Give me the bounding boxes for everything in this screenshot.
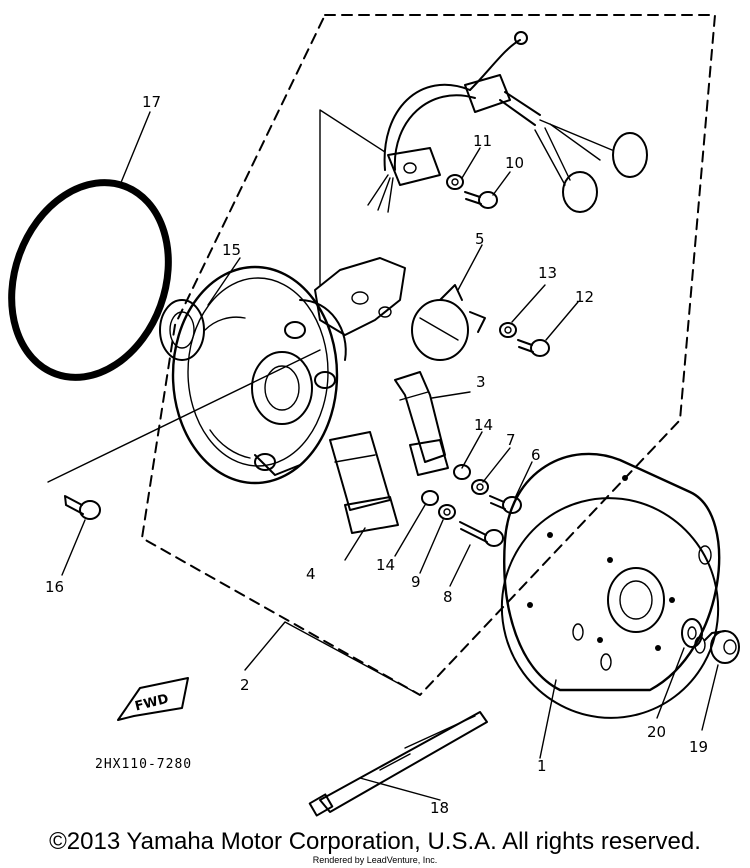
callout-5: 5 <box>475 230 485 248</box>
callout-7: 7 <box>506 431 516 449</box>
leader-lines <box>47 109 719 801</box>
callout-15: 15 <box>222 241 241 259</box>
part-screw-6[interactable] <box>489 495 522 514</box>
callout-19: 19 <box>689 738 708 756</box>
part-washer-14b[interactable] <box>421 490 439 506</box>
part-screw-16[interactable] <box>64 495 101 520</box>
callout-1: 1 <box>537 757 547 775</box>
part-washer-7[interactable] <box>471 479 489 495</box>
callout-11: 11 <box>473 132 492 150</box>
part-stator-plate[interactable] <box>171 265 347 485</box>
part-coil-4[interactable] <box>329 431 399 534</box>
part-lead-plate[interactable] <box>387 147 441 186</box>
rendered-by-credit: Rendered by LeadVenture, Inc. <box>312 855 438 865</box>
copyright-notice: ©2013 Yamaha Motor Corporation, U.S.A. A… <box>49 828 701 855</box>
callout-16: 16 <box>45 578 64 596</box>
part-cable-tie[interactable] <box>308 711 488 817</box>
callout-2: 2 <box>240 676 250 694</box>
callout-17: 17 <box>142 93 161 111</box>
part-nut-19[interactable] <box>704 630 740 664</box>
callout-14a: 14 <box>474 416 493 434</box>
callout-9: 9 <box>411 573 421 591</box>
callout-10: 10 <box>505 154 524 172</box>
callout-14b: 14 <box>376 556 395 574</box>
part-washer-14a[interactable] <box>453 464 471 480</box>
callout-6: 6 <box>531 446 541 464</box>
part-washer-20[interactable] <box>681 618 703 648</box>
part-rotor[interactable] <box>477 452 743 742</box>
fwd-direction-tag: FWD <box>117 677 189 721</box>
callout-8: 8 <box>443 588 453 606</box>
part-pickup-bracket[interactable] <box>314 257 406 336</box>
callout-18: 18 <box>430 799 449 817</box>
part-wire-harness[interactable] <box>367 31 648 213</box>
callout-13: 13 <box>538 264 557 282</box>
callout-12: 12 <box>575 288 594 306</box>
callout-labels: 1 2 3 4 5 6 7 8 9 10 11 12 13 14 14 15 1… <box>45 93 708 817</box>
part-washer-11[interactable] <box>446 174 464 190</box>
part-coil-3[interactable] <box>394 371 449 476</box>
callout-3: 3 <box>476 373 486 391</box>
part-o-ring[interactable] <box>0 160 195 399</box>
callout-4: 4 <box>306 565 316 583</box>
part-pulser-coil[interactable] <box>411 284 486 361</box>
callout-20: 20 <box>647 723 666 741</box>
drawing-code: 2HX110-7280 <box>95 757 192 772</box>
part-washer-13[interactable] <box>499 322 517 338</box>
part-washer-9[interactable] <box>438 504 456 520</box>
part-screw-10[interactable] <box>464 191 498 209</box>
part-screw-12[interactable] <box>517 339 550 357</box>
part-oil-seal[interactable] <box>159 299 205 361</box>
assembly-boundary <box>141 14 716 696</box>
part-screw-8[interactable] <box>459 521 504 547</box>
